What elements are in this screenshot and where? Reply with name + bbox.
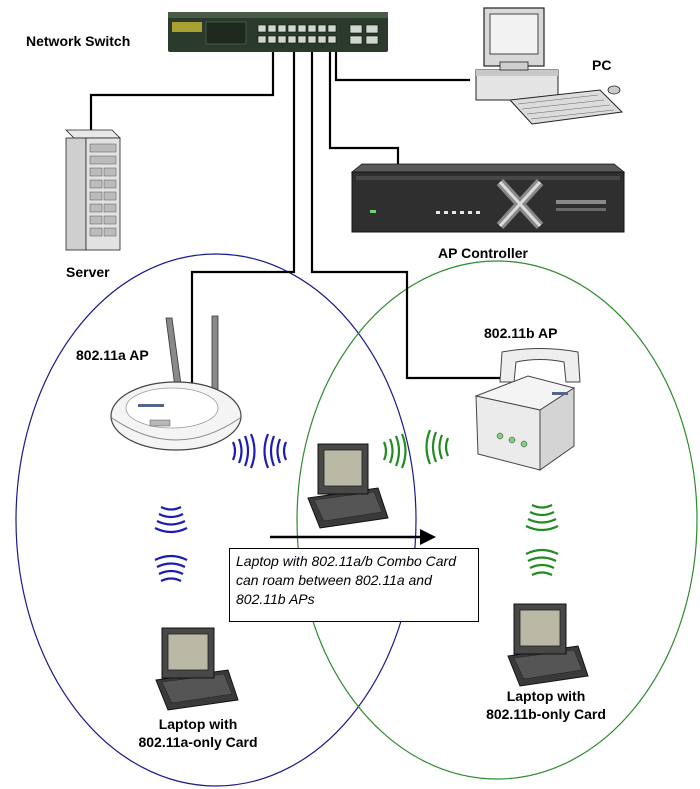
label-laptop-80211a: Laptop with 802.11a-only Card — [118, 715, 278, 751]
laptop-roaming-combo — [308, 444, 388, 528]
label-laptop-80211a-line1: Laptop with — [118, 715, 278, 733]
ap-controller-unit — [352, 164, 624, 232]
wireless-waves-80211b-vertical — [526, 505, 558, 575]
label-pc: PC — [592, 56, 611, 74]
label-laptop-80211a-line2: 802.11a-only Card — [118, 733, 278, 751]
cable-pc — [336, 50, 470, 80]
label-server: Server — [66, 263, 110, 281]
server-tower — [66, 130, 120, 250]
label-ap-controller: AP Controller — [438, 244, 528, 262]
wireless-waves-80211a-horizontal — [233, 434, 286, 468]
label-80211a-ap: 802.11a AP — [76, 346, 149, 364]
label-80211b-ap: 802.11b AP — [484, 324, 557, 342]
network-switch — [168, 12, 388, 52]
label-laptop-80211b-line2: 802.11b-only Card — [466, 705, 626, 723]
access-point-80211a — [111, 316, 241, 450]
roaming-arrow — [270, 529, 436, 545]
cable-80211a-ap — [192, 50, 294, 385]
cable-server — [91, 50, 273, 130]
laptop-80211b-only — [508, 604, 588, 686]
wireless-waves-80211a-vertical — [155, 507, 187, 581]
wireless-waves-80211b-horizontal — [384, 430, 448, 468]
label-laptop-80211b: Laptop with 802.11b-only Card — [466, 687, 626, 723]
label-network-switch: Network Switch — [26, 32, 130, 50]
access-point-80211b — [476, 349, 580, 471]
roaming-callout-box: Laptop with 802.11a/b Combo Card can roa… — [229, 548, 479, 622]
laptop-80211a-only — [156, 628, 238, 710]
label-laptop-80211b-line1: Laptop with — [466, 687, 626, 705]
cable-ap-controller — [330, 50, 398, 165]
